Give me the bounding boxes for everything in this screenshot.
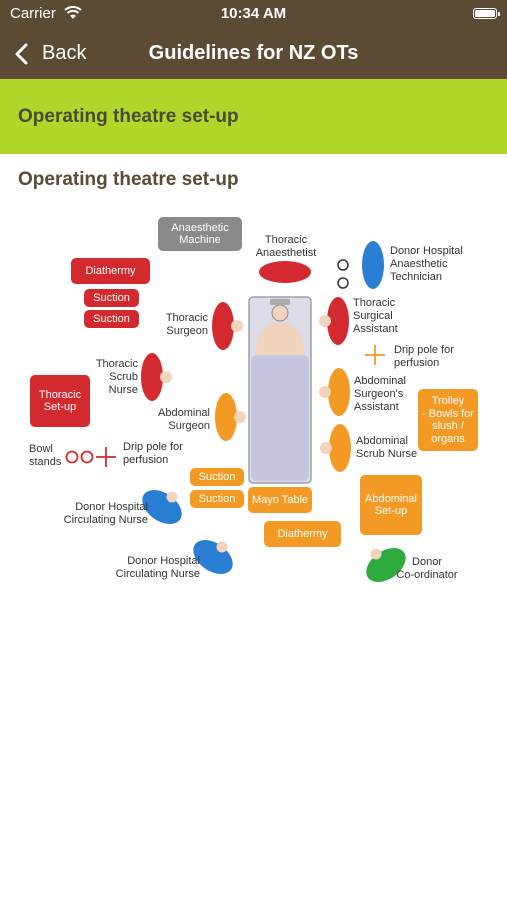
person-thoracic-anaesthetist	[259, 261, 311, 283]
suction-4-box: Suction	[190, 490, 244, 508]
person-thoracic-surgical-assistant	[327, 297, 349, 345]
patient-torso	[256, 323, 304, 355]
bowl-stands-label: Bowl stands	[29, 443, 62, 468]
person-head	[370, 548, 382, 560]
person-head	[319, 315, 331, 327]
section-header: Operating theatre set-up	[0, 79, 507, 154]
person-donor-anaesthetic-technician	[362, 241, 384, 289]
thoracic-scrub-nurse-label: Thoracic Scrub Nurse	[95, 358, 138, 396]
chevron-left-icon	[15, 43, 28, 64]
stool-icon	[337, 277, 349, 289]
patient-head	[271, 304, 289, 322]
person-abdominal-surgeons-assistant	[328, 368, 350, 416]
thoracic-setup-box: Thoracic Set-up	[30, 375, 90, 427]
section-header-title: Operating theatre set-up	[18, 106, 239, 127]
abdominal-surgeons-assistant-label: Abdominal Surgeon's Assistant	[354, 375, 406, 413]
diathermy-top-box: Diathermy	[71, 258, 150, 284]
person-head	[231, 320, 243, 332]
person-head	[234, 411, 246, 423]
drip-pole-icon	[96, 447, 116, 467]
person-abdominal-surgeon	[215, 393, 237, 441]
drip-pole-left-label: Drip pole for perfusion	[123, 441, 183, 466]
thoracic-anaesthetist-label: Thoracic Anaesthetist	[255, 234, 317, 259]
theatre-setup-diagram: Anaesthetic Machine Thoracic Anaesthetis…	[0, 205, 507, 600]
suction-1-box: Suction	[84, 289, 139, 307]
person-thoracic-scrub-nurse	[141, 353, 163, 401]
bowl-stand-icon	[65, 450, 79, 464]
donor-circulating-nurse-2-label: Donor Hospital Circulating Nurse	[115, 555, 200, 580]
patient-drape	[251, 355, 309, 481]
page-heading: Operating theatre set-up	[18, 169, 239, 190]
status-bar: Carrier 10:34 AM	[0, 0, 507, 28]
suction-2-box: Suction	[84, 310, 139, 328]
person-head	[160, 371, 172, 383]
bowl-stand-icon	[80, 450, 94, 464]
donor-coordinator-label: Donor Co-ordinator	[396, 556, 458, 581]
navigation-bar: Back Guidelines for NZ OTs	[0, 28, 507, 79]
person-thoracic-surgeon	[212, 302, 234, 350]
suction-3-box: Suction	[190, 468, 244, 486]
wifi-icon	[64, 6, 82, 19]
trolley-box: Trolley - Bowls for slush / organs	[418, 389, 478, 451]
diagram-graphics	[65, 241, 406, 583]
donor-circulating-nurse-1-label: Donor Hospital Circulating Nurse	[63, 501, 148, 526]
donor-anaesthetic-technician-label: Donor Hospital Anaesthetic Technician	[390, 245, 463, 283]
diathermy-bottom-box: Diathermy	[264, 521, 341, 547]
clock: 10:34 AM	[220, 5, 287, 22]
person-head	[216, 541, 228, 553]
person-head	[319, 386, 331, 398]
drip-pole-right-label: Drip pole for perfusion	[394, 344, 454, 369]
mayo-table-box: Mayo Table	[248, 487, 312, 513]
person-abdominal-scrub-nurse	[329, 424, 351, 472]
anaesthetic-machine-box: Anaesthetic Machine	[158, 217, 242, 251]
person-head	[166, 491, 178, 503]
thoracic-surgical-assistant-label: Thoracic Surgical Assistant	[353, 297, 398, 335]
thoracic-surgeon-label: Thoracic Surgeon	[165, 312, 208, 337]
nav-title: Guidelines for NZ OTs	[148, 42, 359, 64]
carrier-label: Carrier	[10, 5, 56, 22]
abdominal-setup-box: Abdominal Set-up	[360, 475, 422, 535]
back-label: Back	[42, 42, 87, 64]
battery-icon	[473, 8, 500, 19]
head-rest	[270, 299, 290, 305]
person-head	[320, 442, 332, 454]
abdominal-scrub-nurse-label: Abdominal Scrub Nurse	[356, 435, 418, 460]
back-button[interactable]: Back	[14, 28, 86, 79]
drip-pole-icon	[365, 345, 385, 365]
stool-icon	[337, 259, 349, 271]
abdominal-surgeon-label: Abdominal Surgeon	[158, 407, 210, 432]
